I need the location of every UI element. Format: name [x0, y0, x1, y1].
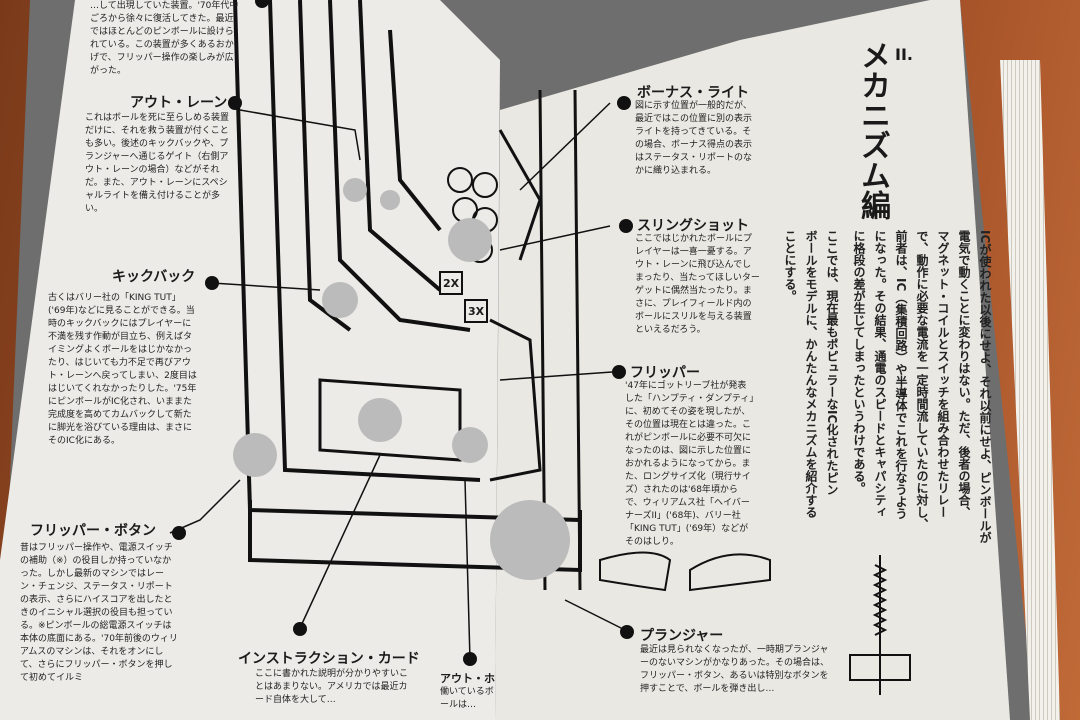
callout-dot	[172, 526, 186, 540]
plunger-spring	[872, 555, 888, 695]
intro-column: マグネット・コイルとスイッチを組み合わせたリレー	[936, 230, 950, 518]
heading-flipper-button: フリッパー・ボタン	[30, 523, 156, 539]
highlight-spots	[233, 178, 570, 580]
callout-dot	[293, 622, 307, 636]
heading-out-lane: アウト・レーン	[130, 95, 228, 111]
intro-column: ことにする。	[783, 230, 797, 302]
heading-flipper: フリッパー	[630, 365, 700, 381]
text-bonus-light: 図に示す位置が一般的だが、最近ではこの位置に別の表示ライトを持ってきている。その…	[635, 101, 753, 176]
text-out-lane: これはボールを死に至らしめる装置だけに、それを救う装置が付くことも多い。後述のキ…	[85, 113, 230, 214]
callout-dot	[617, 96, 631, 110]
callout-dot	[612, 365, 626, 379]
text-instruction-card: ここに書かれた説明が分かりやすいことはあまりない。アメリカでは最近カード自体を大…	[255, 669, 409, 705]
callout-dot	[205, 276, 219, 290]
text-slingshot: ここではじかれたボールにプレイヤーは一喜一憂する。アウト・レーンに飛び込んでしま…	[635, 234, 760, 335]
text-flipper-button: 昔はフリッパー操作や、電源スイッチの補助（※）の役目しか持っていなかった。しかし…	[20, 543, 178, 683]
intro-column: になった。その結果、通電のスピードとキャパシティ	[873, 230, 887, 518]
heading-out-hole: アウト・ホ	[440, 672, 495, 685]
intro-column: ボールをモデルに、かんたんなメカニズムを紹介する	[804, 230, 818, 518]
left-page	[0, 0, 500, 720]
intro-text: ICが使われた以後にせよ、それ以前にせよ、ピンボールが 電気で動くことに変わりは…	[772, 230, 994, 543]
callout-dot	[255, 0, 269, 8]
heading-plunger: プランジャー	[640, 628, 724, 644]
intro-column: に格段の差が生じてしまったというわけである。	[852, 230, 866, 494]
heading-kickback: キックバック	[112, 269, 196, 285]
section-title: メカニズム編	[855, 40, 890, 220]
intro-column: で、動作に必要な電流を一定時間流していたのに対し、	[915, 230, 929, 530]
label-3x: 3X	[468, 305, 485, 318]
top-text: …して出現していた装置。'70年代中ごろから徐々に復活してきた。最近ではほとんど…	[90, 1, 239, 76]
heading-instruction-card: インストラクション・カード	[238, 651, 420, 667]
label-2x: 2X	[443, 277, 460, 290]
heading-slingshot: スリングショット	[637, 218, 749, 234]
intro-column: 前者は、IC（集積回路）や半導体でこれを行なうよう	[894, 230, 908, 520]
text-kickback: 古くはバリー社の「KING TUT」('69年)などに見ることができる。当時のキ…	[48, 293, 197, 446]
callout-dot	[620, 625, 634, 639]
callout-dot	[228, 96, 242, 110]
callout-dot	[619, 219, 633, 233]
flipper-right	[689, 553, 771, 592]
leader-lines	[169, 102, 626, 661]
intro-column: ICが使われた以後にせよ、それ以前にせよ、ピンボールが	[978, 230, 992, 544]
heading-bonus-light: ボーナス・ライト	[637, 85, 749, 101]
intro-column: ここでは、現在最もポピュラーなIC化されたピン	[825, 230, 839, 496]
section-number: II.	[895, 45, 913, 64]
text-out-hole: 働いているボールは…	[440, 687, 494, 710]
text-plunger: 最近は見られなくなったが、一時期プランジャーのないマシンがかなりあった。その場合…	[640, 645, 830, 694]
right-page	[495, 0, 1010, 720]
callout-dot	[463, 652, 477, 666]
text-flipper: '47年にゴットリーブ社が発表した「ハンプティ・ダンプティ」に、初めてその姿を現…	[625, 381, 754, 547]
intro-column: 電気で動くことに変わりはない。ただ、後者の場合、	[957, 230, 971, 518]
flipper-left	[599, 551, 672, 592]
